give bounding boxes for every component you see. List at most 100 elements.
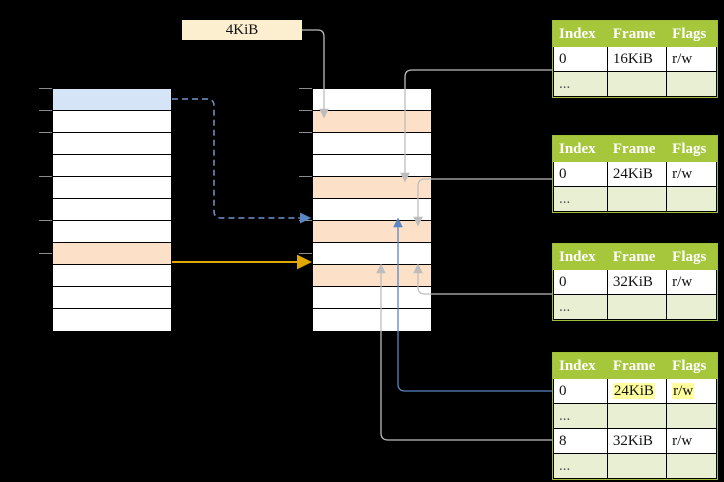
table-cell: r/w	[666, 161, 717, 187]
memory-row	[313, 287, 431, 309]
memory-row	[313, 309, 431, 331]
wire-table3-to-frame	[413, 263, 552, 295]
table-cell: r/w	[666, 269, 717, 295]
memory-row	[53, 287, 171, 309]
highlighted-value: r/w	[672, 383, 695, 399]
address-tick	[39, 110, 52, 111]
memory-row	[313, 265, 431, 287]
frame-tick	[299, 220, 312, 221]
table-row: ...	[553, 294, 717, 320]
column-header: Index	[553, 21, 608, 47]
table-cell	[666, 71, 717, 97]
page-size-callout: 4KiB	[182, 20, 302, 40]
memory-row	[53, 199, 171, 221]
table-cell: 0	[553, 378, 608, 404]
address-tick	[39, 253, 52, 254]
memory-row	[313, 199, 431, 221]
column-header: Flags	[666, 244, 717, 270]
table-cell: 24KiB	[606, 378, 668, 404]
table-cell	[666, 294, 717, 320]
column-header: Flags	[666, 21, 717, 47]
address-tick	[39, 132, 52, 133]
table-cell: r/w	[666, 428, 717, 454]
table-cell	[606, 186, 668, 212]
table-cell: ...	[553, 186, 608, 212]
memory-row	[313, 89, 431, 111]
table-cell	[606, 294, 668, 320]
table-cell	[606, 453, 668, 479]
table-row: ...	[553, 453, 717, 479]
column-header: Frame	[606, 21, 668, 47]
address-tick	[39, 220, 52, 221]
memory-row	[313, 111, 431, 133]
virtual-address-space-column	[52, 88, 172, 331]
memory-row	[53, 111, 171, 133]
memory-row	[313, 133, 431, 155]
table-cell	[606, 71, 668, 97]
column-header: Index	[553, 136, 608, 162]
frame-tick	[299, 132, 312, 133]
column-header: Frame	[606, 244, 668, 270]
table-cell: ...	[553, 71, 608, 97]
frame-tick	[299, 110, 312, 111]
memory-row	[313, 221, 431, 243]
table-cell: 32KiB	[606, 269, 668, 295]
memory-row	[53, 133, 171, 155]
table-row: ...	[553, 71, 717, 97]
memory-row	[53, 155, 171, 177]
table-cell	[666, 453, 717, 479]
table-cell: ...	[553, 453, 608, 479]
table-cell: 0	[553, 161, 608, 187]
wire-virtual-to-physical-dashed	[172, 98, 312, 224]
table-row: ...	[553, 403, 717, 429]
table-cell: r/w	[666, 378, 717, 404]
table-cell: 32KiB	[606, 428, 668, 454]
memory-row	[53, 265, 171, 287]
table-cell: 16KiB	[606, 46, 668, 72]
page-size-label: 4KiB	[225, 22, 259, 38]
column-header: Flags	[666, 353, 717, 379]
memory-row	[53, 243, 171, 265]
column-header: Frame	[606, 353, 668, 379]
table-cell: 24KiB	[606, 161, 668, 187]
highlighted-value: 24KiB	[612, 383, 655, 399]
memory-row	[53, 177, 171, 199]
memory-row	[53, 309, 171, 331]
memory-row	[313, 243, 431, 265]
frame-tick	[299, 88, 312, 89]
table-cell: 0	[553, 46, 608, 72]
table-cell	[666, 403, 717, 429]
column-header: Index	[553, 244, 608, 270]
memory-row	[313, 177, 431, 199]
column-header: Frame	[606, 136, 668, 162]
table-cell: r/w	[666, 46, 717, 72]
table-cell: 0	[553, 269, 608, 295]
address-tick	[39, 176, 52, 177]
table-cell: ...	[553, 294, 608, 320]
table-cell	[606, 403, 668, 429]
frame-tick	[299, 253, 312, 254]
frame-tick	[299, 176, 312, 177]
memory-row	[313, 155, 431, 177]
table-cell	[666, 186, 717, 212]
wire-table2-to-frame	[413, 178, 552, 227]
table-row: ...	[553, 186, 717, 212]
table-cell: 8	[553, 428, 608, 454]
column-header: Flags	[666, 136, 717, 162]
memory-row	[53, 221, 171, 243]
table-cell: ...	[553, 403, 608, 429]
